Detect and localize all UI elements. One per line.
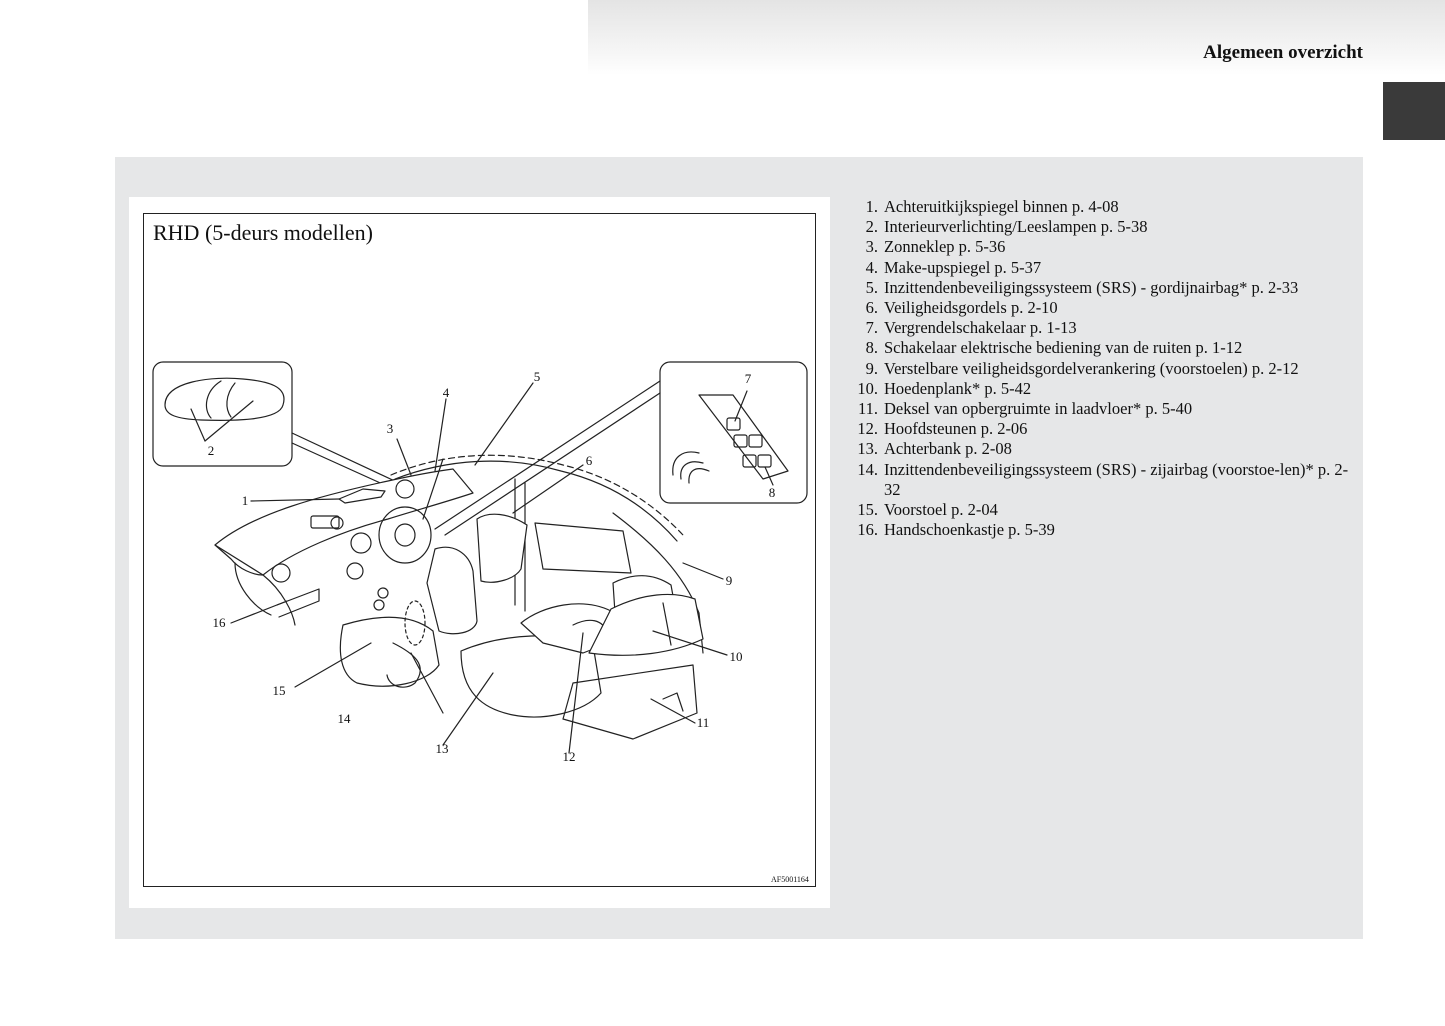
legend-list: 1. Achteruitkijkspiegel binnen p. 4-08 2.…: [850, 197, 1350, 540]
callout-6: 6: [586, 453, 593, 468]
legend-item: 10. Hoedenplank* p. 5-42: [850, 379, 1350, 399]
callout-3: 3: [387, 421, 394, 436]
legend-text: Hoofdsteunen p. 2-06: [884, 419, 1028, 439]
legend-number: 15.: [857, 500, 878, 520]
legend-number: 5.: [865, 277, 878, 297]
legend-number: 7.: [865, 318, 878, 338]
legend-number: 6.: [865, 298, 878, 318]
callout-8: 8: [769, 485, 776, 500]
legend-text: Hoedenplank* p. 5-42: [884, 378, 1032, 398]
legend-number: 11.: [857, 399, 878, 419]
figure-frame: [143, 213, 816, 887]
legend-number: 12.: [857, 419, 878, 439]
legend-item: 5. Inzittendenbeveiligingssysteem (SRS) -…: [850, 278, 1350, 298]
legend-text: Zonneklep p. 5-36: [884, 237, 1006, 257]
lamp-housing-outline: [164, 377, 285, 421]
legend-item: 15. Voorstoel p. 2-04: [850, 500, 1350, 520]
car-interior-illustration: 1 2 3 4 5 6 7 8 9 10 11 12 13 14 15 16: [152, 361, 808, 764]
legend-item: 3. Zonneklep p. 5-36: [850, 237, 1350, 257]
lamp-inset-frame: [152, 361, 293, 467]
legend-item: 16. Handschoenkastje p. 5-39: [850, 520, 1350, 540]
legend-item: 4. Make-upspiegel p. 5-37: [850, 258, 1350, 278]
legend-number: 9.: [865, 358, 878, 378]
legend-item: 8. Schakelaar elektrische bediening van d…: [850, 338, 1350, 358]
legend-text: Achteruitkijkspiegel binnen p. 4-08: [884, 197, 1119, 216]
legend-number: 10.: [857, 378, 878, 398]
callout-9: 9: [726, 573, 733, 588]
legend-text: Handschoenkastje p. 5-39: [884, 520, 1055, 540]
callout-10: 10: [730, 649, 743, 664]
legend-text: Verstelbare veiligheidsgordelverankering…: [884, 358, 1299, 378]
legend-item: 9. Verstelbare veiligheidsgordelverankeri…: [850, 359, 1350, 379]
page-header-title: Algemeen overzicht: [1203, 42, 1363, 63]
legend-text: Inzittendenbeveiligingssysteem (SRS) - z…: [884, 459, 1349, 499]
legend-text: Voorstoel p. 2-04: [884, 500, 998, 520]
callout-1: 1: [242, 493, 249, 508]
callout-15: 15: [273, 683, 286, 698]
legend-item: 12. Hoofdsteunen p. 2-06: [850, 419, 1350, 439]
figure-code: AF5001164: [771, 875, 809, 884]
legend-text: Veiligheidsgordels p. 2-10: [884, 298, 1058, 318]
legend-item: 7. Vergrendelschakelaar p. 1-13: [850, 318, 1350, 338]
legend-number: 8.: [865, 338, 878, 358]
legend-item: 6. Veiligheidsgordels p. 2-10: [850, 298, 1350, 318]
legend-item: 2. Interieurverlichting/Leeslampen p. 5-3…: [850, 217, 1350, 237]
legend-item: 1. Achteruitkijkspiegel binnen p. 4-08: [850, 197, 1350, 217]
legend-text: Achterbank p. 2-08: [884, 439, 1012, 459]
switch-inset-frame: [659, 361, 808, 504]
legend-text: Inzittendenbeveiligingssysteem (SRS) - g…: [884, 277, 1299, 297]
legend-text: Schakelaar elektrische bediening van de …: [884, 338, 1243, 358]
callout-2: 2: [208, 443, 215, 458]
legend-number: 14.: [857, 459, 878, 479]
header-band: [588, 0, 1445, 75]
callout-11: 11: [697, 715, 710, 730]
figure-title: RHD (5-deurs modellen): [153, 220, 373, 245]
legend-number: 13.: [857, 439, 878, 459]
legend-number: 4.: [865, 257, 878, 277]
section-tab-marker: [1383, 82, 1445, 140]
legend-number: 2.: [865, 217, 878, 237]
callout-14: 14: [338, 711, 352, 726]
legend-item: 11. Deksel van opbergruimte in laadvloer*…: [850, 399, 1350, 419]
legend-item: 14. Inzittendenbeveiligingssysteem (SRS) …: [850, 460, 1350, 500]
callout-5: 5: [534, 369, 541, 384]
legend-text: Interieurverlichting/Leeslampen p. 5-38: [884, 217, 1148, 237]
legend-number: 3.: [865, 237, 878, 257]
legend-text: Vergrendelschakelaar p. 1-13: [884, 318, 1077, 338]
callout-4: 4: [443, 385, 450, 400]
legend-number: 16.: [857, 520, 878, 540]
callout-12: 12: [563, 749, 576, 764]
callout-13: 13: [436, 741, 449, 756]
legend-number: 1.: [865, 197, 878, 216]
callout-16: 16: [213, 615, 227, 630]
legend-text: Make-upspiegel p. 5-37: [884, 257, 1042, 277]
legend-item: 13. Achterbank p. 2-08: [850, 439, 1350, 459]
legend-text: Deksel van opbergruimte in laadvloer* p.…: [884, 399, 1193, 419]
callout-7: 7: [745, 371, 752, 386]
